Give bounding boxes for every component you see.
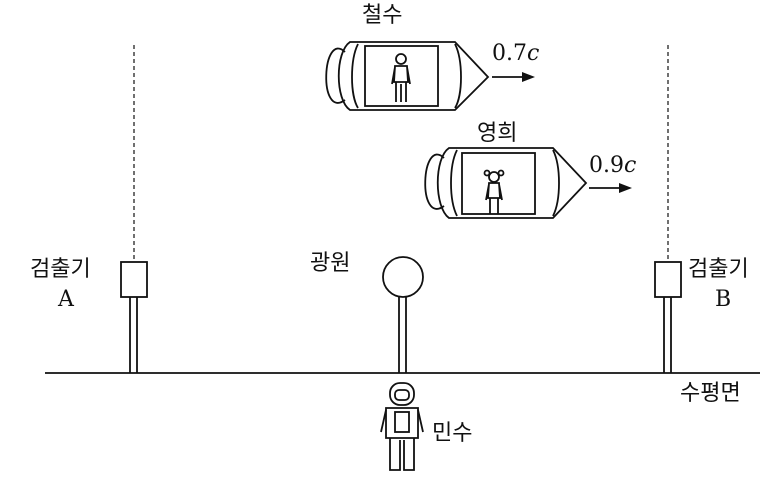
detector-a	[120, 45, 148, 373]
detector-b-label: 검출기	[688, 257, 749, 282]
light-source	[382, 256, 424, 373]
person-cheolsu	[391, 53, 411, 102]
spaceship-younghee	[424, 147, 588, 219]
person-younghee	[483, 169, 505, 214]
younghee-speed: 0.9c	[589, 153, 636, 178]
cheolsu-speed: 0.7c	[492, 41, 539, 66]
light-source-label: 광원	[310, 251, 350, 276]
detector-b-letter: B	[715, 287, 731, 312]
minsu-label: 민수	[432, 421, 472, 446]
spaceship-cheolsu	[325, 41, 490, 111]
detector-b	[654, 45, 682, 373]
ground-label: 수평면	[680, 381, 741, 406]
detector-a-label: 검출기	[30, 257, 91, 282]
arrow-right-icon	[589, 183, 632, 193]
person-minsu	[380, 382, 424, 471]
detector-a-letter: A	[57, 287, 75, 312]
cheolsu-label: 철수	[362, 3, 402, 28]
younghee-label: 영희	[477, 121, 517, 146]
arrow-right-icon	[492, 72, 535, 82]
